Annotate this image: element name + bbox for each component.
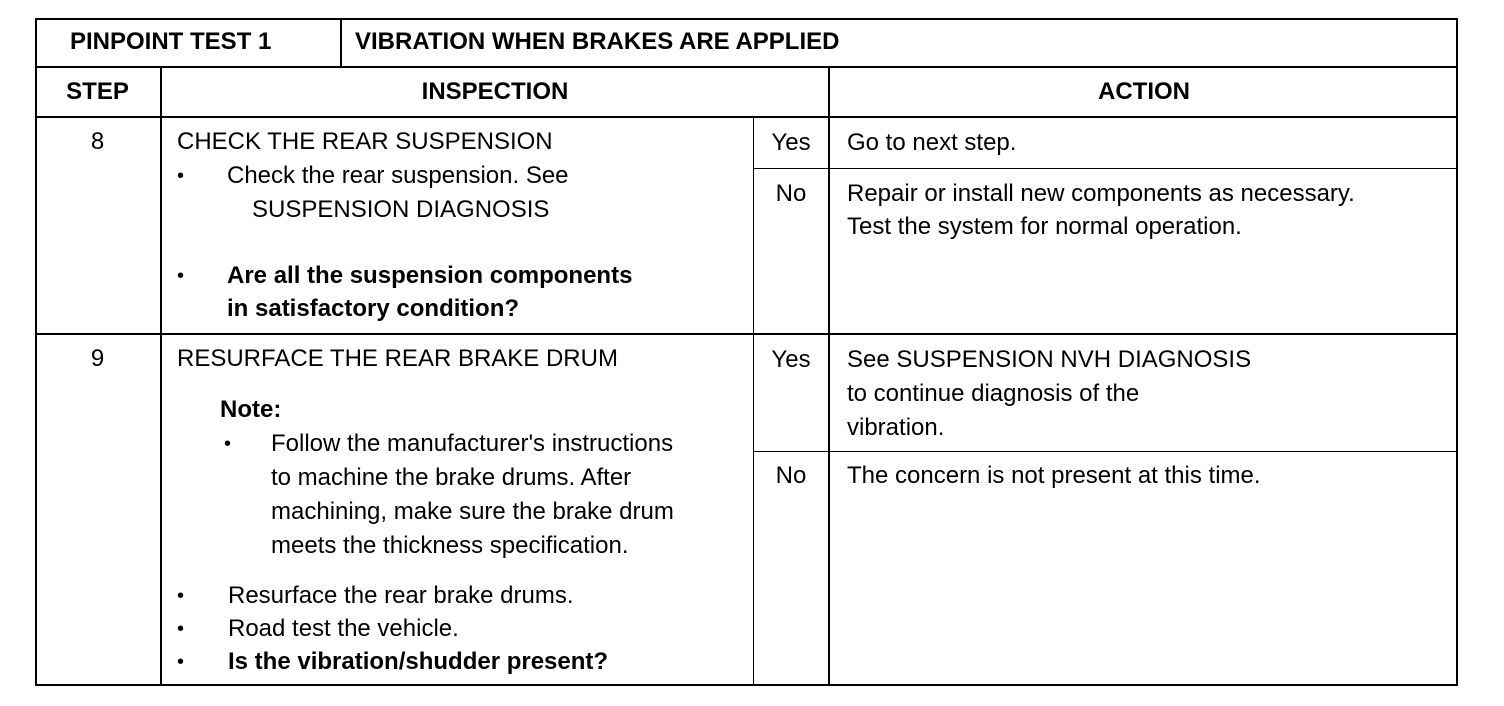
step-8-no-action-line-1: Repair or install new components as nece… [847, 180, 1355, 207]
step-column-divider [160, 67, 162, 686]
note-line-4: meets the thickness specification. [271, 532, 629, 559]
bullet-icon: • [177, 265, 185, 287]
inspection-column-header: INSPECTION [421, 78, 569, 105]
step-8-no-action-line-2: Test the system for normal operation. [847, 213, 1242, 240]
step-9-heading: RESURFACE THE REAR BRAKE DRUM [177, 345, 618, 372]
step-8-yes-label: Yes [771, 129, 811, 156]
header-rule [35, 66, 1458, 68]
pinpoint-test-table [35, 18, 1458, 686]
action-column-divider [828, 67, 830, 686]
note-label: Note: [220, 396, 282, 423]
step-9-question: Is the vibration/shudder present? [228, 648, 609, 675]
step-9-bullet-1: Resurface the rear brake drums. [228, 582, 574, 609]
step-8-question-line-2: in satisfactory condition? [227, 295, 520, 322]
step-9-yes-label: Yes [771, 346, 811, 373]
step-9-no-action: The concern is not present at this time. [847, 462, 1261, 489]
step-9-bullet-2: Road test the vehicle. [228, 615, 459, 642]
row-divider [35, 333, 1458, 335]
step-number-9: 9 [90, 345, 105, 372]
step-number-8: 8 [90, 128, 105, 155]
step-8-bullet-1-line-2: SUSPENSION DIAGNOSIS [252, 196, 550, 223]
note-line-1: Follow the manufacturer's instructions [271, 430, 674, 457]
bullet-icon: • [177, 165, 185, 187]
step-8-question-line-1: Are all the suspension components [227, 262, 633, 289]
bullet-icon: • [177, 651, 185, 673]
step-9-no-label: No [775, 462, 807, 489]
bullet-icon: • [224, 433, 232, 455]
row8-answer-divider [753, 168, 1458, 169]
column-header-rule [35, 116, 1458, 118]
note-line-3: machining, make sure the brake drum [271, 498, 674, 525]
step-8-yes-action: Go to next step. [847, 129, 1017, 156]
bullet-icon: • [177, 618, 185, 640]
header-divider [340, 19, 342, 67]
answer-column-divider [753, 117, 754, 686]
step-9-yes-action-line-3: vibration. [847, 414, 945, 441]
row9-answer-divider [753, 451, 1458, 452]
action-column-header: ACTION [1098, 78, 1190, 105]
step-column-header: STEP [66, 78, 129, 105]
step-9-yes-action-line-2: to continue diagnosis of the [847, 380, 1140, 407]
test-label: PINPOINT TEST 1 [70, 28, 272, 55]
test-title: VIBRATION WHEN BRAKES ARE APPLIED [355, 28, 840, 55]
note-line-2: to machine the brake drums. After [271, 464, 632, 491]
step-8-heading: CHECK THE REAR SUSPENSION [177, 128, 553, 155]
step-8-no-label: No [775, 180, 807, 207]
bullet-icon: • [177, 585, 185, 607]
step-8-bullet-1-line-1: Check the rear suspension. See [227, 162, 569, 189]
step-9-yes-action-line-1: See SUSPENSION NVH DIAGNOSIS [847, 346, 1252, 373]
